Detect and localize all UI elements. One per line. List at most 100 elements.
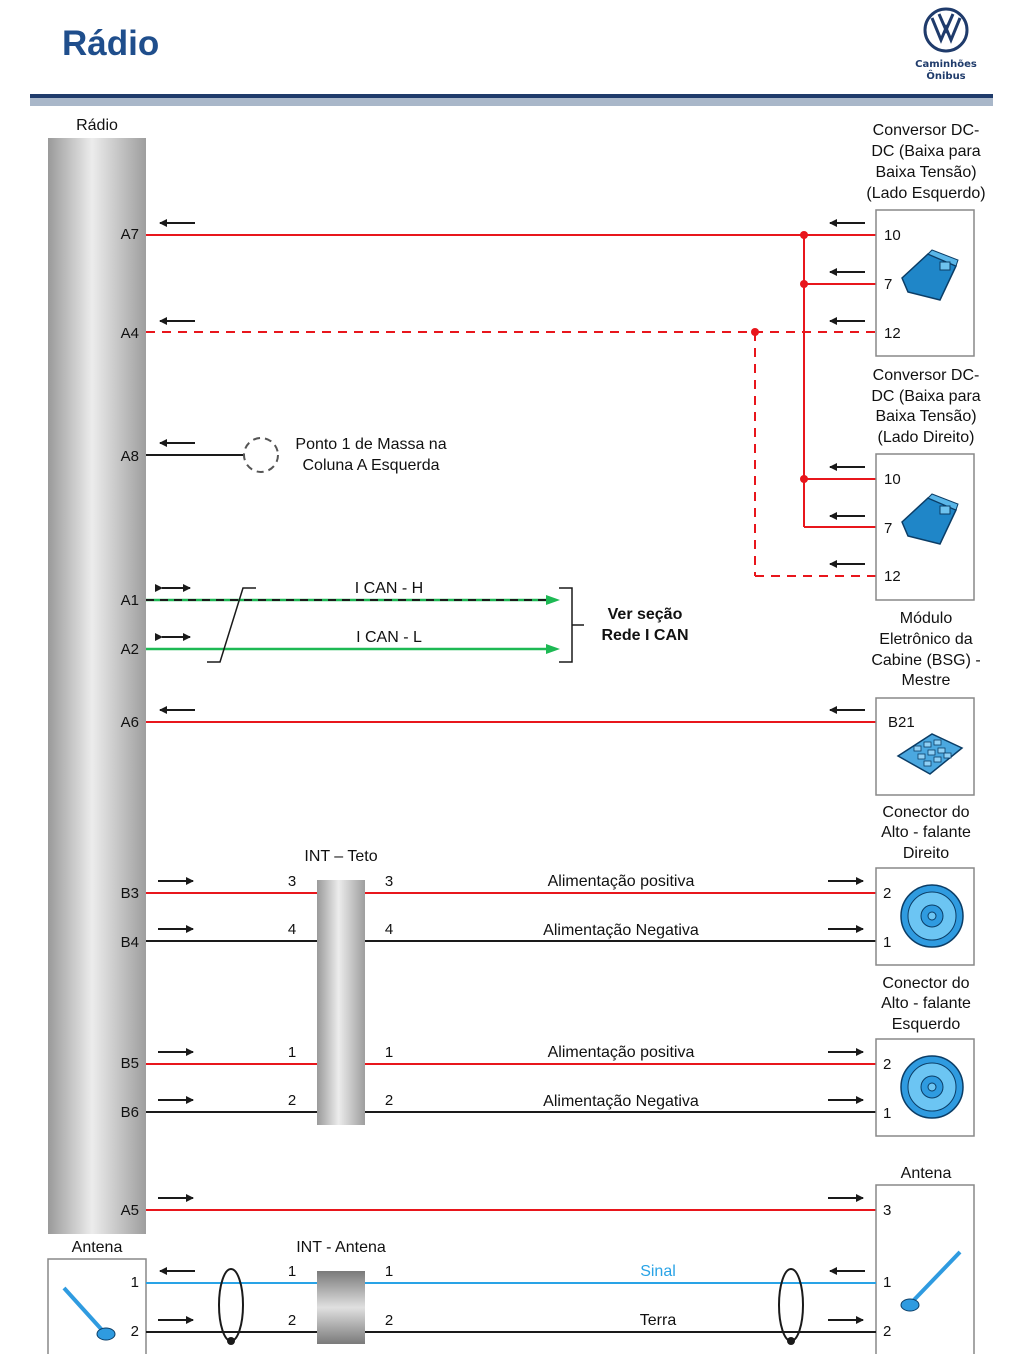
shield-icon — [218, 1268, 244, 1342]
bsg-label-4: Mestre — [902, 672, 951, 689]
converter-right-label-4: (Lado Direito) — [878, 429, 975, 446]
radio-label: Rádio — [76, 117, 118, 134]
speaker-right-pin: 2 — [883, 885, 891, 902]
ground-label-1: Ponto 1 de Massa na — [295, 436, 446, 453]
bsg-label-1: Módulo — [900, 610, 953, 627]
antenna-left-label: Antena — [72, 1239, 123, 1256]
antenna-left-box — [47, 1258, 147, 1354]
int-teto-pin-right: 3 — [385, 873, 393, 890]
converter-left-label-2: DC (Baixa para — [871, 143, 980, 160]
antenna-icon — [900, 1250, 962, 1312]
converter-left-pin: 10 — [884, 227, 901, 244]
int-teto-pin-left: 3 — [288, 873, 296, 890]
logo-line1: Caminhões — [915, 59, 977, 70]
int-teto-label: INT – Teto — [304, 848, 377, 865]
can-ref-2: Rede I CAN — [601, 627, 688, 644]
converter-right-pin: 12 — [884, 568, 901, 585]
pin-a5: A5 — [121, 1202, 139, 1219]
speaker-left-label-2: Alto - falante — [881, 995, 971, 1012]
converter-connector-icon — [901, 493, 959, 545]
int-antena-connector — [317, 1271, 365, 1344]
logo-line2: Ônibus — [926, 71, 966, 82]
bsg-connector-icon — [896, 733, 964, 775]
twisted-pair-icon — [207, 587, 256, 663]
bsg-pin: B21 — [888, 714, 915, 731]
antenna-icon — [62, 1286, 116, 1341]
antenna-right-pin: 2 — [883, 1323, 891, 1340]
pin-a7: A7 — [121, 226, 139, 243]
int-teto-pin-right: 2 — [385, 1092, 393, 1109]
pin-b5: B5 — [121, 1055, 139, 1072]
pin-a4: A4 — [121, 325, 139, 342]
wire-label-terra: Terra — [640, 1312, 677, 1329]
wire-label-pos: Alimentação positiva — [548, 873, 695, 890]
speaker-left-pin: 1 — [883, 1105, 891, 1122]
ground-label-2: Coluna A Esquerda — [303, 457, 440, 474]
speaker-connector-icon — [900, 884, 964, 948]
can-arrow-icon — [546, 595, 560, 605]
int-antena-pin-left: 1 — [288, 1263, 296, 1280]
speaker-right-label-1: Conector do — [882, 804, 969, 821]
pin-a6: A6 — [121, 714, 139, 731]
splice-dot — [800, 280, 808, 288]
converter-right-label-3: Baixa Tensão) — [875, 408, 976, 425]
splice-dot — [800, 231, 808, 239]
can-h-label: I CAN - H — [355, 580, 423, 597]
antenna-right-pin: 1 — [883, 1274, 891, 1291]
antenna-right-box — [875, 1184, 975, 1354]
pin-b3: B3 — [121, 885, 139, 902]
can-ref-1: Ver seção — [608, 606, 683, 623]
converter-left-pin: 7 — [884, 276, 892, 293]
int-teto-pin-left: 1 — [288, 1044, 296, 1061]
int-antena-label: INT - Antena — [296, 1239, 386, 1256]
antenna-right-pin: 3 — [883, 1202, 891, 1219]
pin-b4: B4 — [121, 934, 139, 951]
speaker-left-label-1: Conector do — [882, 975, 969, 992]
shield-icon — [778, 1268, 804, 1342]
int-antena-pin-right: 1 — [385, 1263, 393, 1280]
bsg-label-2: Eletrônico da — [879, 631, 972, 648]
speaker-connector-icon — [900, 1055, 964, 1119]
can-arrow-icon — [546, 644, 560, 654]
int-teto-connector — [317, 880, 365, 1125]
pin-b6: B6 — [121, 1104, 139, 1121]
can-l-label: I CAN - L — [356, 629, 422, 646]
page-title: Rádio — [62, 24, 160, 63]
int-antena-pin-left: 2 — [288, 1312, 296, 1329]
pin-a8: A8 — [121, 448, 139, 465]
speaker-right-pin: 1 — [883, 934, 891, 951]
converter-right-pin: 10 — [884, 471, 901, 488]
splice-dot — [751, 328, 759, 336]
speaker-left-label-3: Esquerdo — [892, 1016, 961, 1033]
antenna-left-pin: 2 — [131, 1323, 139, 1340]
converter-left-pin: 12 — [884, 325, 901, 342]
header-rule — [30, 94, 993, 98]
radio-body — [48, 138, 146, 1234]
converter-left-label-3: Baixa Tensão) — [875, 164, 976, 181]
converter-right-label-1: Conversor DC- — [873, 367, 980, 384]
converter-right-label-2: DC (Baixa para — [871, 388, 980, 405]
antenna-left-pin: 1 — [131, 1274, 139, 1291]
int-teto-pin-left: 2 — [288, 1092, 296, 1109]
int-antena-pin-right: 2 — [385, 1312, 393, 1329]
int-teto-pin-left: 4 — [288, 921, 296, 938]
wire-label-sinal: Sinal — [640, 1263, 676, 1280]
wire-label-pos: Alimentação positiva — [548, 1044, 695, 1061]
speaker-right-label-3: Direito — [903, 845, 949, 862]
int-teto-pin-right: 4 — [385, 921, 393, 938]
speaker-left-pin: 2 — [883, 1056, 891, 1073]
pin-a2: A2 — [121, 641, 139, 658]
shield-ground-dot — [227, 1337, 235, 1345]
converter-left-label-1: Conversor DC- — [873, 122, 980, 139]
pin-a1: A1 — [121, 592, 139, 609]
can-bracket — [559, 587, 584, 663]
shield-ground-dot — [787, 1337, 795, 1345]
antenna-right-label: Antena — [901, 1165, 952, 1182]
converter-left-label-4: (Lado Esquerdo) — [866, 185, 985, 202]
int-teto-pin-right: 1 — [385, 1044, 393, 1061]
wire-label-neg: Alimentação Negativa — [543, 1093, 699, 1110]
wire-label-neg: Alimentação Negativa — [543, 922, 699, 939]
header-rule-shadow — [30, 98, 993, 106]
converter-connector-icon — [901, 249, 959, 301]
